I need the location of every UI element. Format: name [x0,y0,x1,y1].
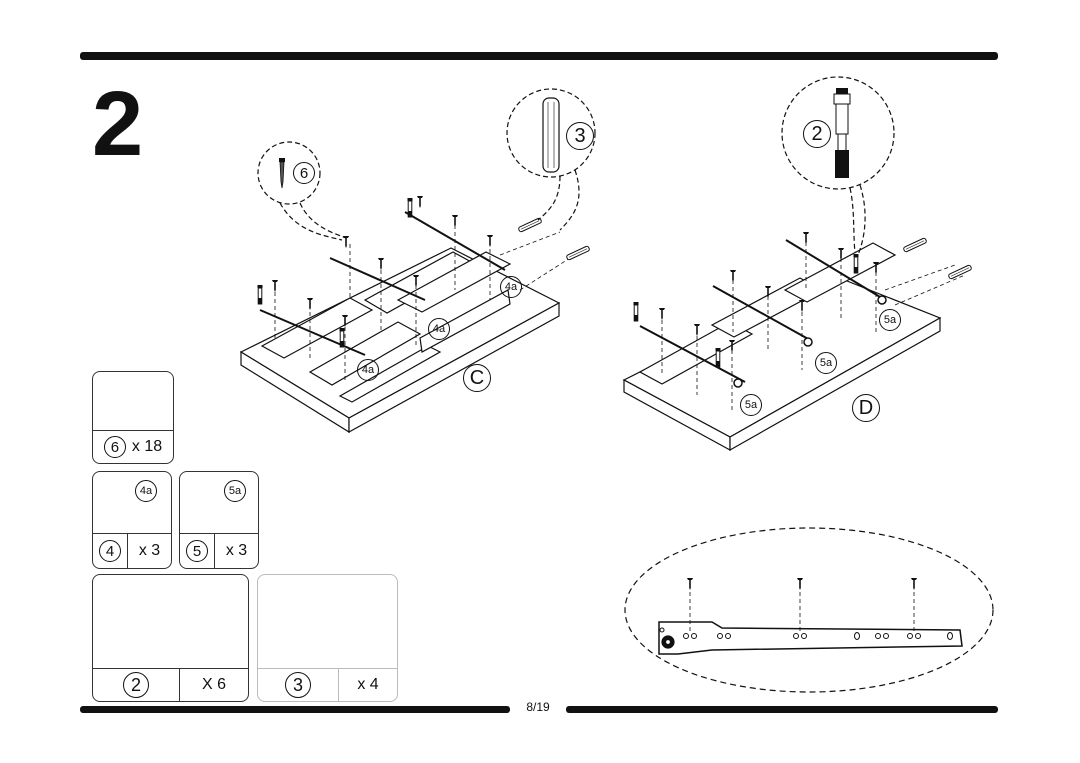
callout-screw-label: 6 [293,162,315,184]
legend-bolt-box: 2 X 6 [92,574,249,702]
assembly-c-callout-parts [279,97,560,189]
rail-detail [624,527,994,693]
header-rule [80,52,998,60]
callout-rail-5a-2: 5a [815,352,837,374]
legend-rail-5-box: 5a 5 x 3 [179,471,259,569]
assembly-d-callout-bolt [833,88,851,178]
assembly-d-hardware [633,232,973,388]
legend-bolt-id: 2 [123,672,149,698]
legend-dowel-qty: x 4 [338,669,397,701]
callout-rail-4a-2: 4a [428,318,450,340]
assembly-c-label: C [463,364,491,392]
legend-rail-4-qty: x 3 [127,534,171,568]
legend-screw-id: 6 [103,436,126,458]
legend-rail-4-box: 4a 4 x 3 [92,471,172,569]
callout-dowel-label: 3 [566,122,594,150]
legend-rail-4-id: 4 [99,540,121,562]
legend-rail-5a-sub: 5a [224,480,246,502]
legend-bolt-qty: X 6 [179,669,248,701]
step-number: 2 [92,73,144,175]
legend-dowel-box: 3 x 4 [257,574,398,702]
callout-rail-4a-3: 4a [357,359,379,381]
legend-rail-5-qty: x 3 [214,534,258,568]
rail-detail-screws [687,578,917,590]
assembly-d-callout-lines [781,76,895,256]
legend-screw-box: 6 x 18 [92,371,174,464]
callout-bolt-label: 2 [803,120,831,148]
legend-dowel-id: 3 [285,672,311,698]
legend-rail-5-id: 5 [186,540,208,562]
legend-rail-4a-sub: 4a [135,480,157,502]
callout-rail-4a-1: 4a [500,276,522,298]
footer-rule-left [80,706,510,713]
callout-rail-5a-3: 5a [740,394,762,416]
callout-rail-5a-1: 5a [879,309,901,331]
legend-screw-qty: x 18 [131,438,163,455]
assembly-d-drawing [622,239,966,452]
assembly-d-label: D [852,394,880,422]
page-number: 8/19 [526,700,550,714]
footer-rule-right [566,706,998,713]
assembly-c-drawing [239,211,571,434]
assembly-c-callout-lines [257,88,596,241]
